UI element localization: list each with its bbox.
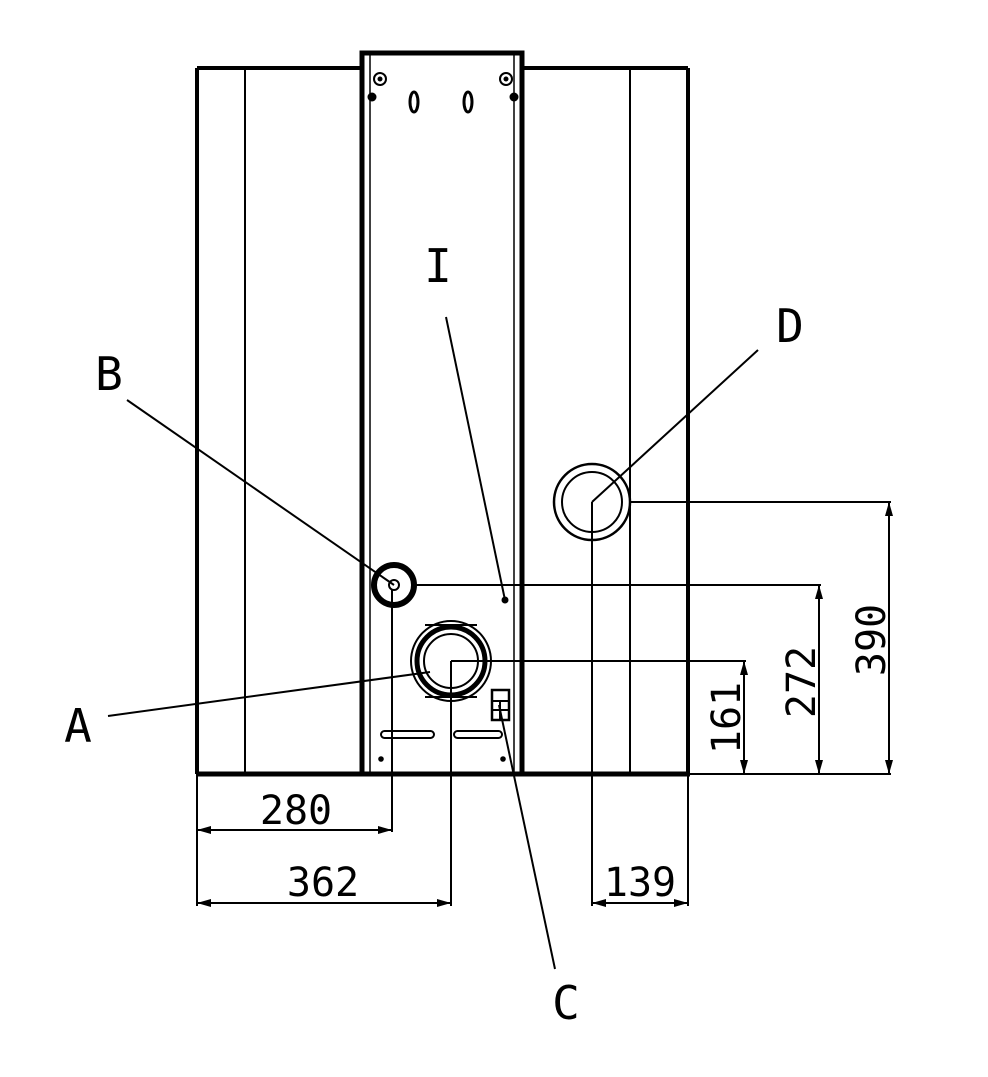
callout-a-label: A: [64, 699, 92, 753]
rivet-left-icon: [367, 92, 377, 102]
dimension-161-label: 161: [704, 682, 750, 754]
center-panel: [359, 50, 525, 777]
dimension-390-label: 390: [849, 604, 895, 676]
leader-lines: [107, 316, 759, 970]
dimension-272-label: 272: [779, 646, 825, 718]
callout-d-label: D: [776, 299, 804, 353]
callout-c-label: C: [552, 976, 580, 1030]
dimension-362-label: 362: [287, 860, 359, 906]
rivet-right-icon: [509, 92, 519, 102]
dimension-arrows: [197, 502, 893, 907]
screw-top-right-icon: [499, 72, 513, 86]
slot-right-icon: [462, 90, 474, 114]
dimension-lines: [196, 501, 891, 906]
callout-i-label: I: [424, 239, 452, 293]
dimension-280-label: 280: [260, 788, 332, 834]
dimension-139-label: 139: [604, 860, 676, 906]
screw-top-left-icon: [373, 72, 387, 86]
bottom-slots: [378, 730, 506, 762]
callout-b-label: B: [95, 347, 123, 401]
slot-left-icon: [408, 90, 420, 114]
